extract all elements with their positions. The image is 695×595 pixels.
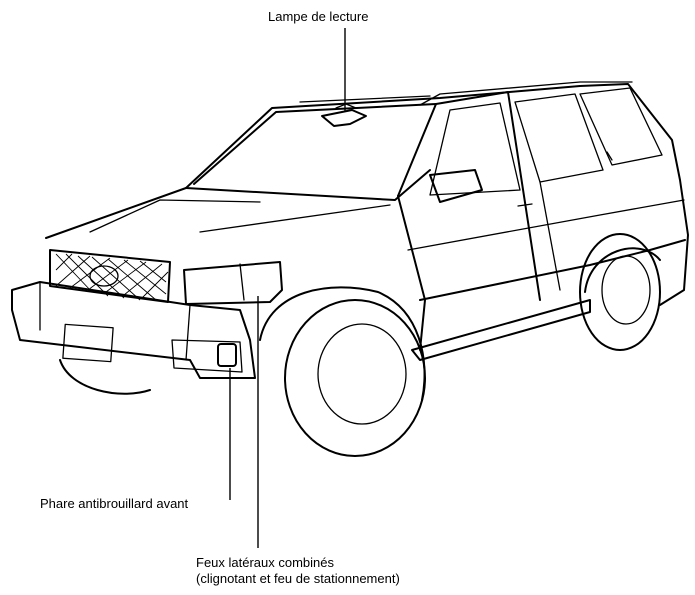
- side-lights-label-line1: Feux latéraux combinés: [196, 555, 335, 570]
- fog-lamp-label: Phare antibrouillard avant: [40, 496, 189, 511]
- side-lights-label-line2: (clignotant et feu de stationnement): [196, 571, 400, 586]
- reading-lamp-label: Lampe de lecture: [268, 9, 369, 24]
- side-lights-label: Feux latéraux combinés (clignotant et fe…: [196, 555, 400, 587]
- vehicle-body: [11, 81, 689, 457]
- callout-leaders: [229, 28, 346, 548]
